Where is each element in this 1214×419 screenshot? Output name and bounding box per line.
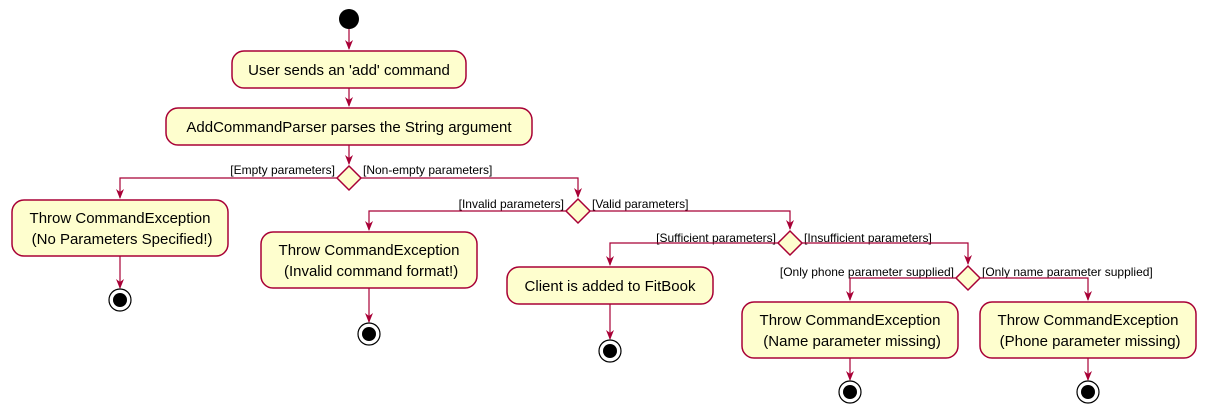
throw-no-params-line-1: Throw CommandException bbox=[30, 210, 211, 227]
throw-invalid-format-line-1: Throw CommandException bbox=[279, 242, 460, 259]
throw-phone-missing-line-2: (Phone parameter missing) bbox=[995, 333, 1180, 350]
guard-valid-parameters: [Valid parameters] bbox=[592, 197, 689, 211]
end-node-no-params bbox=[108, 288, 132, 312]
edge-empty-to-throw-no-params bbox=[116, 177, 337, 199]
edge-valid-to-decision-3 bbox=[590, 210, 794, 230]
activity-throw-invalid-format: Throw CommandException (Invalid command … bbox=[260, 231, 478, 289]
activity-user-sends-add-label: User sends an 'add' command bbox=[248, 62, 450, 79]
guard-empty-parameters: [Empty parameters] bbox=[230, 163, 335, 177]
guard-insufficient-parameters: [Insufficient parameters] bbox=[804, 231, 932, 245]
end-node-phone-missing bbox=[1076, 380, 1100, 404]
end-node-name-missing bbox=[838, 380, 862, 404]
end-node-client-added bbox=[598, 339, 622, 363]
activity-throw-phone-missing: Throw CommandException (Phone parameter … bbox=[979, 301, 1197, 359]
throw-name-missing-line-1: Throw CommandException bbox=[760, 312, 941, 329]
activity-throw-name-missing: Throw CommandException (Name parameter m… bbox=[741, 301, 959, 359]
edge-only-phone-to-throw-name bbox=[846, 277, 956, 301]
activity-throw-no-params: Throw CommandException (No Parameters Sp… bbox=[11, 199, 229, 257]
end-node-invalid-format bbox=[357, 322, 381, 346]
guard-only-name-supplied: [Only name parameter supplied] bbox=[982, 265, 1153, 279]
activity-user-sends-add: User sends an 'add' command bbox=[231, 50, 467, 89]
throw-name-missing-line-2: (Name parameter missing) bbox=[759, 333, 941, 350]
guard-only-phone-supplied: [Only phone parameter supplied] bbox=[780, 265, 954, 279]
guard-non-empty-parameters: [Non-empty parameters] bbox=[363, 163, 492, 177]
activity-client-added-label: Client is added to FitBook bbox=[525, 278, 696, 295]
decision-valid-parameters bbox=[564, 197, 592, 225]
guard-sufficient-parameters: [Sufficient parameters] bbox=[656, 231, 776, 245]
edge-sufficient-to-client-added bbox=[606, 242, 778, 266]
edge-invalid-to-throw-format bbox=[365, 210, 566, 231]
activity-client-added: Client is added to FitBook bbox=[506, 266, 714, 305]
decision-sufficient-parameters bbox=[776, 229, 804, 257]
throw-invalid-format-line-2: (Invalid command format!) bbox=[280, 263, 458, 280]
edge-non-empty-to-decision-2 bbox=[361, 177, 582, 198]
decision-which-parameter bbox=[954, 264, 982, 292]
guard-invalid-parameters: [Invalid parameters] bbox=[459, 197, 564, 211]
decision-empty-parameters bbox=[335, 164, 363, 192]
edge-only-name-to-throw-phone bbox=[980, 277, 1092, 301]
activity-parser-parses: AddCommandParser parses the String argum… bbox=[165, 107, 533, 146]
start-node bbox=[339, 9, 359, 29]
throw-phone-missing-line-1: Throw CommandException bbox=[998, 312, 1179, 329]
edge-insufficient-to-decision-4 bbox=[802, 242, 972, 265]
throw-no-params-line-2: (No Parameters Specified!) bbox=[27, 231, 212, 248]
activity-parser-parses-label: AddCommandParser parses the String argum… bbox=[186, 119, 512, 136]
